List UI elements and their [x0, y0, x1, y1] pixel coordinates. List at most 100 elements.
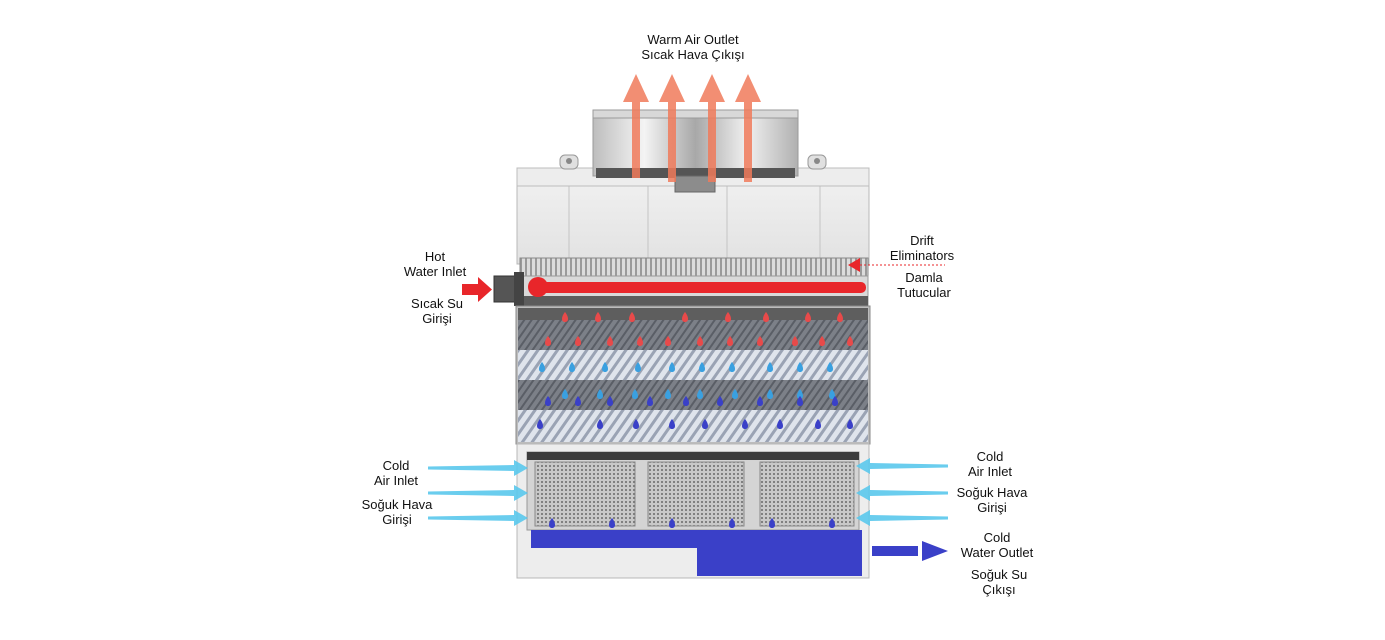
- water-droplet: [597, 389, 603, 399]
- inlet-flange-ring: [514, 272, 524, 306]
- lifting-lug-hole: [814, 158, 820, 164]
- cold-water-outlet-pipe: [872, 546, 918, 556]
- water-droplet: [597, 419, 603, 429]
- water-droplet: [697, 336, 703, 346]
- lifting-lug-hole: [566, 158, 572, 164]
- water-droplet: [797, 389, 803, 399]
- water-droplet: [629, 312, 635, 322]
- water-droplet: [633, 419, 639, 429]
- water-droplet: [569, 362, 575, 372]
- water-droplet: [607, 396, 613, 406]
- fan-stack-rim: [592, 109, 799, 119]
- water-droplet: [757, 336, 763, 346]
- water-droplet: [665, 389, 671, 399]
- cold-water-outlet-label-tr: Soğuk Su Çıkışı: [970, 567, 1028, 597]
- water-droplet: [767, 362, 773, 372]
- fan-motor: [674, 175, 716, 193]
- fan-stack-base: [596, 168, 795, 178]
- water-droplet: [819, 336, 825, 346]
- drift-eliminators-label-tr: Damla Tutucular: [897, 270, 951, 300]
- water-droplet: [647, 396, 653, 406]
- cold-air-inlet-left-label: Cold Air Inlet: [373, 458, 419, 488]
- water-droplet: [607, 336, 613, 346]
- water-droplet: [742, 419, 748, 429]
- water-droplet: [539, 362, 545, 372]
- water-droplet: [669, 362, 675, 372]
- water-droplet: [702, 419, 708, 429]
- water-droplet: [665, 336, 671, 346]
- warm-air-arrow: [659, 74, 685, 182]
- water-droplet: [797, 362, 803, 372]
- cold-air-arrow: [428, 510, 528, 526]
- inlet-flange: [493, 275, 517, 303]
- water-droplet: [595, 312, 601, 322]
- spray-nozzle-rail: [520, 296, 868, 306]
- hot-water-inlet-arrow-head: [478, 277, 492, 302]
- fill-layer-1: [518, 320, 868, 350]
- water-droplet: [829, 389, 835, 399]
- water-droplet: [682, 312, 688, 322]
- hot-water-inlet-arrow-shaft: [462, 284, 480, 295]
- water-droplet: [829, 518, 835, 528]
- water-droplet: [717, 396, 723, 406]
- water-droplet: [815, 419, 821, 429]
- water-droplet: [805, 312, 811, 322]
- hot-water-inlet-label-tr: Sıcak Su Girişi: [410, 296, 464, 326]
- hot-water-inlet-label: Hot Water Inlet: [403, 249, 467, 279]
- water-droplet: [632, 389, 638, 399]
- water-droplet: [827, 362, 833, 372]
- water-droplet: [729, 518, 735, 528]
- drift-pointer-head: [848, 258, 860, 272]
- water-droplet: [562, 312, 568, 322]
- water-droplet: [545, 396, 551, 406]
- hot-water-pipe: [536, 282, 866, 293]
- water-droplet: [767, 389, 773, 399]
- water-droplet: [669, 419, 675, 429]
- dynamic-marks: [428, 74, 948, 528]
- cold-air-inlet-right-label-tr: Soğuk Hava Girişi: [956, 485, 1028, 515]
- fill-top-band: [518, 308, 868, 320]
- water-droplet: [847, 419, 853, 429]
- water-droplet: [669, 518, 675, 528]
- cold-air-inlet-right-label: Cold Air Inlet: [967, 449, 1013, 479]
- cold-water-outlet-label: Cold Water Outlet: [960, 530, 1034, 560]
- water-droplet: [832, 396, 838, 406]
- drift-eliminators: [519, 257, 869, 277]
- water-droplet: [575, 396, 581, 406]
- water-droplet: [562, 389, 568, 399]
- air-inlet-mesh-2: [647, 461, 745, 527]
- water-droplet: [763, 312, 769, 322]
- fan-stack: [592, 109, 799, 177]
- water-droplet: [602, 362, 608, 372]
- water-droplet: [757, 396, 763, 406]
- air-inlet-mesh-3: [759, 461, 855, 527]
- water-droplet: [725, 312, 731, 322]
- cold-water-basin: [531, 530, 862, 576]
- water-droplet: [683, 396, 689, 406]
- drift-eliminators-label: Drift Eliminators: [889, 233, 955, 263]
- water-droplet: [637, 336, 643, 346]
- cold-air-arrow: [856, 485, 948, 501]
- water-droplet: [545, 336, 551, 346]
- warm-air-arrow: [623, 74, 649, 178]
- warm-air-arrow: [735, 74, 761, 182]
- water-droplet: [697, 389, 703, 399]
- fill-layer-3: [518, 380, 868, 410]
- fill-layer-2: [518, 350, 868, 380]
- water-droplet: [727, 336, 733, 346]
- water-droplet: [837, 312, 843, 322]
- cold-water-outlet-arrow: [922, 541, 948, 561]
- water-droplet: [797, 396, 803, 406]
- cold-air-arrow: [856, 510, 948, 526]
- water-droplet: [777, 419, 783, 429]
- water-droplet: [847, 336, 853, 346]
- cold-air-arrow: [856, 458, 948, 474]
- air-inlet-mesh-1: [534, 461, 636, 527]
- water-droplet: [549, 518, 555, 528]
- cold-air-inlet-left-label-tr: Soğuk Hava Girişi: [361, 497, 433, 527]
- warm-air-arrow: [699, 74, 725, 182]
- louver-top-bar: [527, 452, 859, 460]
- water-droplet: [609, 518, 615, 528]
